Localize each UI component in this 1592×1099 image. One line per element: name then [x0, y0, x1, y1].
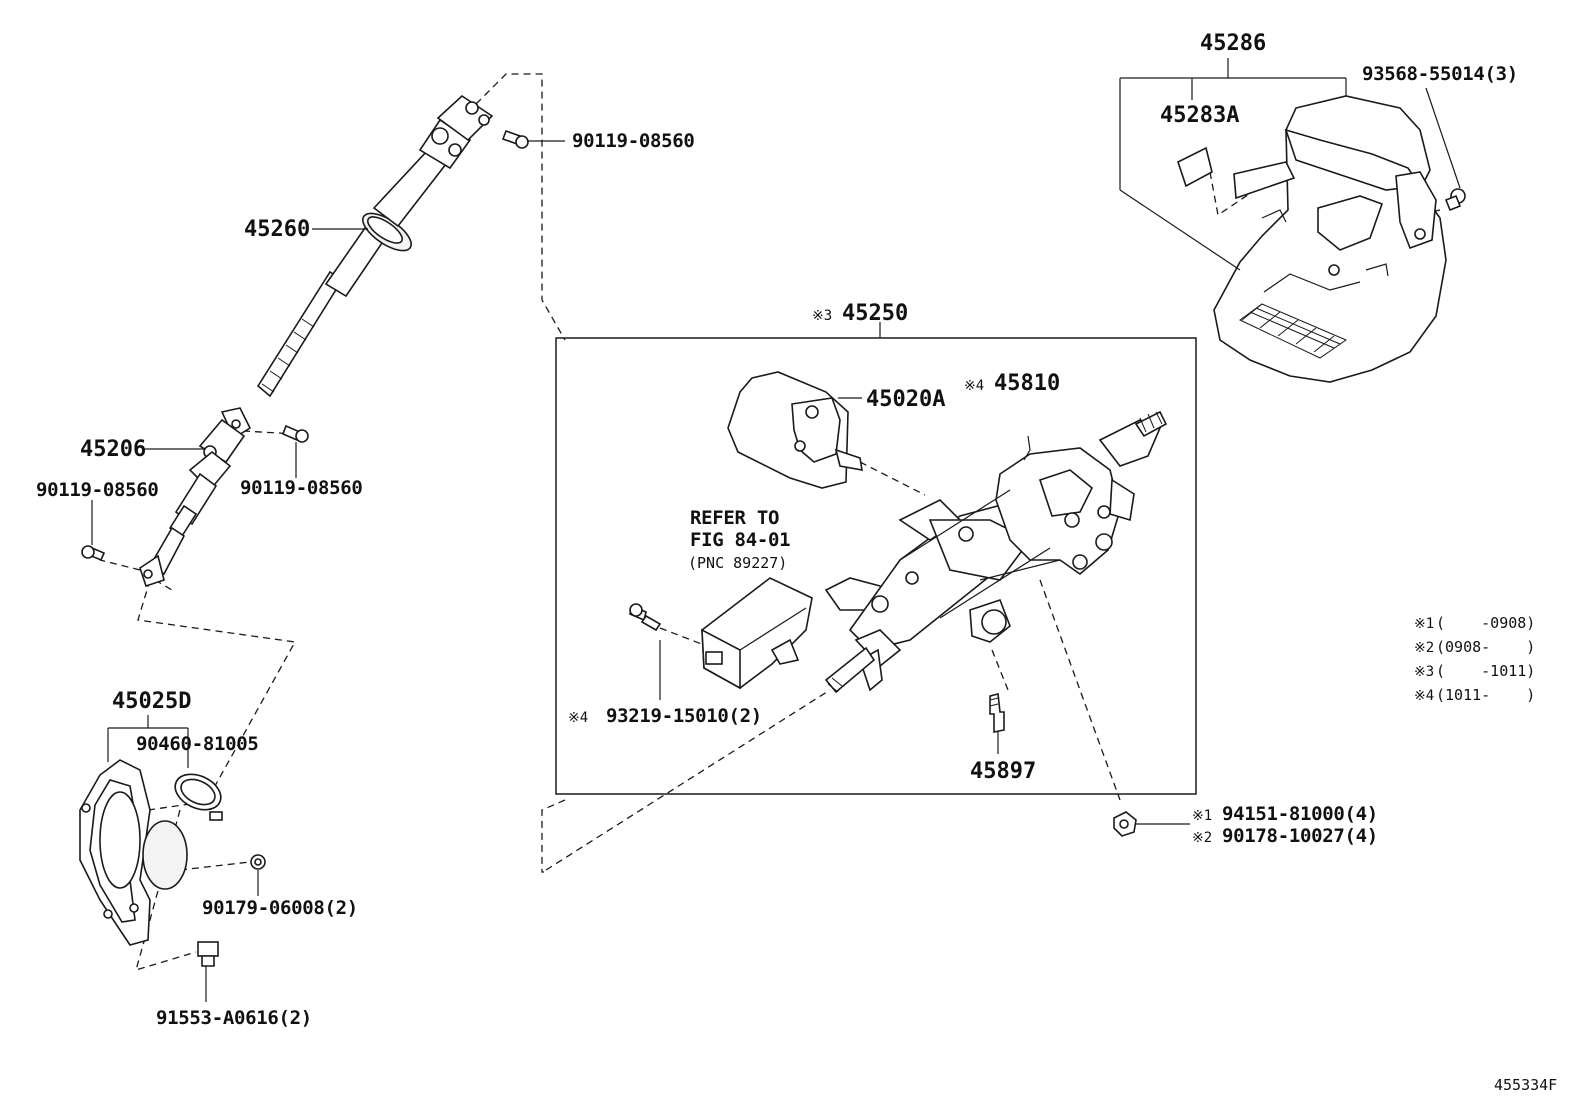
- legend: ※1 ( -0908) ※2 (0908- ) ※3 ( -1011) ※4 (…: [1414, 614, 1535, 704]
- label-45250: 45250: [842, 301, 908, 326]
- legend-range-4: (1011- ): [1436, 686, 1535, 704]
- leader-lines: [144, 228, 368, 450]
- label-45897: 45897: [970, 759, 1036, 784]
- bolt-upper: [501, 129, 565, 149]
- legend-row-4: ※4 (1011- ): [1414, 686, 1535, 704]
- cover-45025D: [79, 759, 223, 946]
- label-screw-cover: 93568-55014(3): [1362, 63, 1518, 85]
- bolt-bottom: [197, 941, 219, 1002]
- label-bolt-upper: 90119-08560: [572, 130, 695, 152]
- bracket-45286: [1119, 58, 1347, 271]
- label-clamp: 90460-81005: [136, 733, 259, 755]
- labels: 45260 45206 90119-08560 90119-08560 9011…: [36, 31, 1557, 1094]
- bracket-45025D: [107, 715, 189, 768]
- control-module: [701, 577, 813, 690]
- bolt-mid-right: [281, 424, 309, 478]
- screw-93219: [629, 603, 662, 700]
- mark-45250: ※3: [812, 308, 832, 324]
- mark-nut-col-2: ※2: [1192, 830, 1212, 846]
- legend-mark-4: ※4: [1414, 688, 1434, 704]
- label-45206: 45206: [80, 437, 146, 462]
- assembly-dashed-lines: [99, 73, 1441, 971]
- label-45286: 45286: [1200, 31, 1266, 56]
- label-45283A: 45283A: [1160, 103, 1239, 128]
- bolt-mid-left: [81, 500, 106, 562]
- label-sticker-45283A: [1177, 146, 1213, 188]
- legend-row-2: ※2 (0908- ): [1414, 638, 1535, 656]
- refer-line-2: FIG 84-01: [690, 529, 790, 551]
- steering-lock-45020A: [727, 371, 863, 489]
- label-45260: 45260: [244, 217, 310, 242]
- mark-45810: ※4: [964, 378, 984, 394]
- column-assy-box: [555, 337, 1197, 795]
- label-45810: 45810: [994, 371, 1060, 396]
- legend-mark-2: ※2: [1414, 640, 1434, 656]
- legend-mark-3: ※3: [1414, 664, 1434, 680]
- label-bolt-mid-left: 90119-08560: [36, 479, 159, 501]
- nut-small: [250, 854, 266, 896]
- steering-column-45810: [824, 410, 1168, 694]
- mark-screw: ※4: [568, 710, 588, 726]
- legend-mark-1: ※1: [1414, 616, 1434, 632]
- column-cover-45286: [1213, 95, 1447, 383]
- mark-nut-col-1: ※1: [1192, 808, 1212, 824]
- screw-cover: [1425, 87, 1466, 212]
- legend-range-1: ( -0908): [1436, 614, 1535, 632]
- refer-line-1: REFER TO: [690, 507, 779, 529]
- legend-row-3: ※3 ( -1011): [1414, 662, 1535, 680]
- label-bolt-bottom: 91553-A0616(2): [156, 1007, 312, 1029]
- label-nut-col-1: 94151-81000(4): [1222, 803, 1378, 825]
- label-nut-small: 90179-06008(2): [202, 897, 358, 919]
- legend-row-1: ※1 ( -0908): [1414, 614, 1535, 632]
- figure-id: 455334F: [1494, 1076, 1557, 1094]
- label-45025D: 45025D: [112, 689, 191, 714]
- legend-range-3: ( -1011): [1436, 662, 1535, 680]
- label-screw: 93219-15010(2): [606, 705, 762, 727]
- label-bolt-mid-right: 90119-08560: [240, 477, 363, 499]
- lower-shaft-45206: [139, 407, 252, 588]
- label-45020A: 45020A: [866, 387, 945, 412]
- intermediate-shaft-45260: [256, 94, 494, 398]
- bolt-45897: [989, 693, 1005, 754]
- refer-line-3: (PNC 89227): [688, 554, 787, 572]
- label-nut-col-2: 90178-10027(4): [1222, 825, 1378, 847]
- nut-column: [1113, 811, 1190, 837]
- legend-range-2: (0908- ): [1436, 638, 1535, 656]
